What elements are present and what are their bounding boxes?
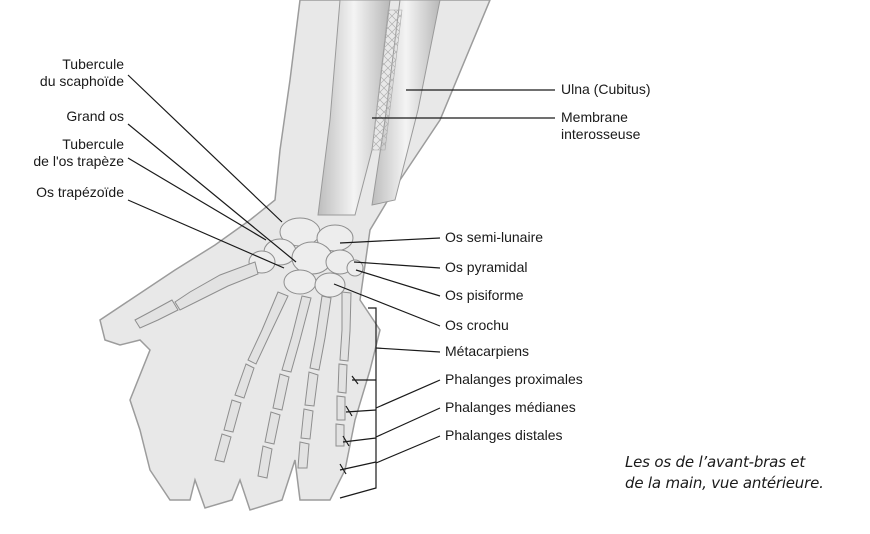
label-os-trapezoide: Os trapézoïde (14, 184, 124, 201)
label-membrane: Membrane interosseuse (561, 109, 640, 143)
label-tubercule-trapeze: Tubercule de l'os trapèze (14, 136, 124, 170)
figure-caption: Les os de l’avant-bras et de la main, vu… (625, 452, 824, 494)
label-os-pisiforme: Os pisiforme (445, 287, 524, 304)
label-phalanges-medianes: Phalanges médianes (445, 399, 576, 416)
label-os-crochu: Os crochu (445, 317, 509, 334)
label-tubercule-scaphoide: Tubercule du scaphoïde (14, 56, 124, 90)
caption-line-2: de la main, vue antérieure. (625, 473, 824, 494)
label-phalanges-proximales: Phalanges proximales (445, 371, 583, 388)
label-ulna: Ulna (Cubitus) (561, 81, 650, 98)
label-grand-os: Grand os (14, 108, 124, 125)
label-phalanges-distales: Phalanges distales (445, 427, 563, 444)
label-os-semi-lunaire: Os semi-lunaire (445, 229, 543, 246)
label-os-pyramidal: Os pyramidal (445, 259, 527, 276)
caption-line-1: Les os de l’avant-bras et (625, 452, 824, 473)
label-metacarpiens: Métacarpiens (445, 343, 529, 360)
